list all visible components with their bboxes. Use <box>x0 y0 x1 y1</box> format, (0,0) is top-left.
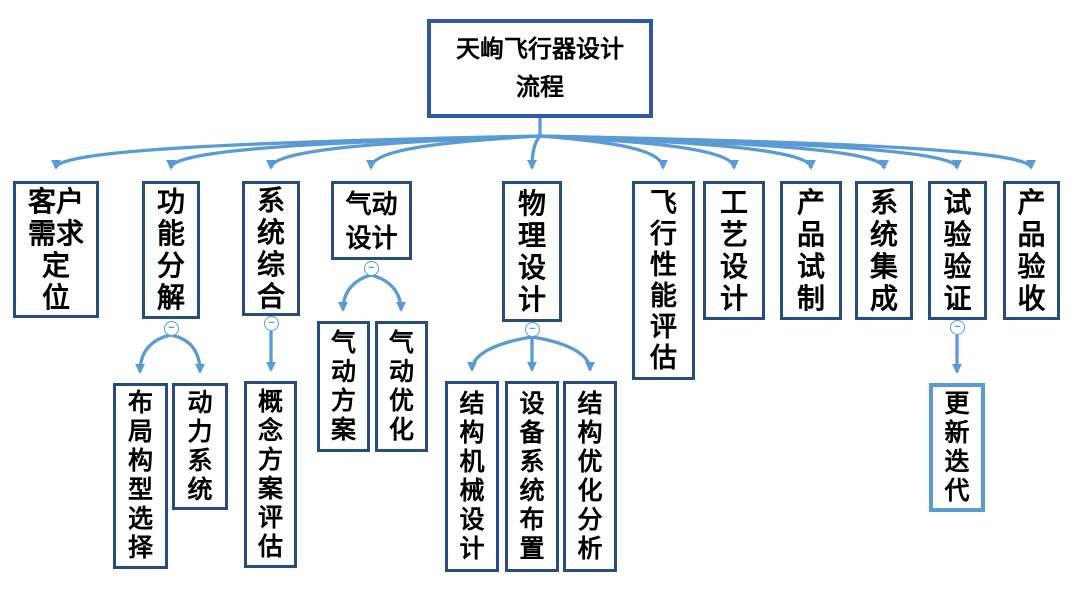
node-struct-mech-design[interactable]: 结 构 机 械 设 计 <box>445 381 499 572</box>
minus-icon: − <box>954 321 961 333</box>
collapse-toggle-aero-design[interactable]: − <box>364 261 379 276</box>
node-physical-design-label: 物 理 设 计 <box>517 187 546 315</box>
node-flight-perf-eval-label: 飞 行 性 能 评 估 <box>650 187 677 373</box>
node-customer-need[interactable]: 客户 需求 定 位 <box>13 181 99 318</box>
minus-icon: − <box>168 322 175 334</box>
node-root[interactable]: 天峋飞行器设计 流程 <box>427 19 653 118</box>
node-customer-need-label: 客户 需求 定 位 <box>27 185 84 313</box>
node-layout-config-selection-label: 布 局 构 型 选 择 <box>127 389 153 562</box>
edge-physical-design-struct-mech <box>467 335 533 372</box>
edge-root-product-acceptance <box>539 134 1036 170</box>
node-layout-config-selection[interactable]: 布 局 构 型 选 择 <box>113 383 168 569</box>
node-struct-opt-analysis[interactable]: 结 构 优 化 分 析 <box>563 381 617 572</box>
node-process-design-label: 工 艺 设 计 <box>719 186 748 314</box>
node-flight-perf-eval[interactable]: 飞 行 性 能 评 估 <box>632 181 695 380</box>
node-update-iteration-label: 更 新 迭 代 <box>944 389 970 505</box>
node-product-acceptance-label: 产 品 验 收 <box>1017 186 1046 314</box>
node-product-acceptance[interactable]: 产 品 验 收 <box>1003 181 1060 320</box>
node-equip-sys-layout-label: 设 备 系 统 布 置 <box>519 389 545 563</box>
node-test-verification[interactable]: 试 验 验 证 <box>928 181 987 320</box>
node-process-design[interactable]: 工 艺 设 计 <box>703 181 765 320</box>
node-concept-eval[interactable]: 概 念 方 案 评 估 <box>244 381 297 568</box>
edge-physical-design-struct-opt <box>531 335 595 372</box>
node-test-verification-label: 试 验 验 证 <box>943 186 972 314</box>
node-system-synthesis[interactable]: 系 统 综 合 <box>242 181 300 316</box>
minus-icon: − <box>368 262 375 274</box>
node-equip-sys-layout[interactable]: 设 备 系 统 布 置 <box>505 381 559 572</box>
node-aero-design[interactable]: 气动 设计 <box>331 181 412 260</box>
node-aero-scheme-label: 气 动 方 案 <box>330 328 356 444</box>
node-system-integration[interactable]: 系 统 集 成 <box>855 181 913 320</box>
node-update-iteration[interactable]: 更 新 迭 代 <box>929 383 985 512</box>
edge-root-aero-design <box>366 134 541 170</box>
node-function-decomp-label: 功 能 分 解 <box>156 186 185 313</box>
edge-function-decomp-layout-config <box>135 333 172 374</box>
collapse-toggle-physical-design[interactable]: − <box>525 322 540 337</box>
node-power-system-label: 动 力 系 统 <box>187 388 213 504</box>
node-aero-design-label: 气动 设计 <box>345 188 398 253</box>
edge-aero-design-aero-scheme <box>338 273 372 312</box>
collapse-toggle-test-verification[interactable]: − <box>950 320 965 335</box>
edge-aero-design-aero-optimization <box>370 273 406 312</box>
node-system-synthesis-label: 系 统 综 合 <box>256 184 285 312</box>
node-struct-opt-analysis-label: 结 构 优 化 分 析 <box>577 389 603 563</box>
node-aero-optimization-label: 气 动 优 化 <box>388 328 414 444</box>
node-aero-scheme[interactable]: 气 动 方 案 <box>317 321 370 452</box>
node-system-integration-label: 系 统 集 成 <box>869 186 898 314</box>
collapse-toggle-system-synthesis[interactable]: − <box>264 316 279 331</box>
node-power-system[interactable]: 动 力 系 统 <box>172 383 228 510</box>
node-concept-eval-label: 概 念 方 案 评 估 <box>257 387 283 561</box>
minus-icon: − <box>529 323 536 335</box>
node-product-trial-label: 产 品 试 制 <box>796 186 825 314</box>
node-root-label: 天峋飞行器设计 流程 <box>456 35 624 101</box>
minus-icon: − <box>268 317 275 329</box>
node-aero-optimization[interactable]: 气 动 优 化 <box>375 321 428 452</box>
collapse-toggle-function-decomp[interactable]: − <box>164 321 179 336</box>
edge-root-physical-design <box>527 134 542 170</box>
node-physical-design[interactable]: 物 理 设 计 <box>502 181 562 322</box>
node-struct-mech-design-label: 结 构 机 械 设 计 <box>459 389 485 563</box>
node-product-trial[interactable]: 产 品 试 制 <box>780 181 842 320</box>
edge-function-decomp-power-system <box>170 333 205 374</box>
node-function-decomp[interactable]: 功 能 分 解 <box>142 181 200 319</box>
